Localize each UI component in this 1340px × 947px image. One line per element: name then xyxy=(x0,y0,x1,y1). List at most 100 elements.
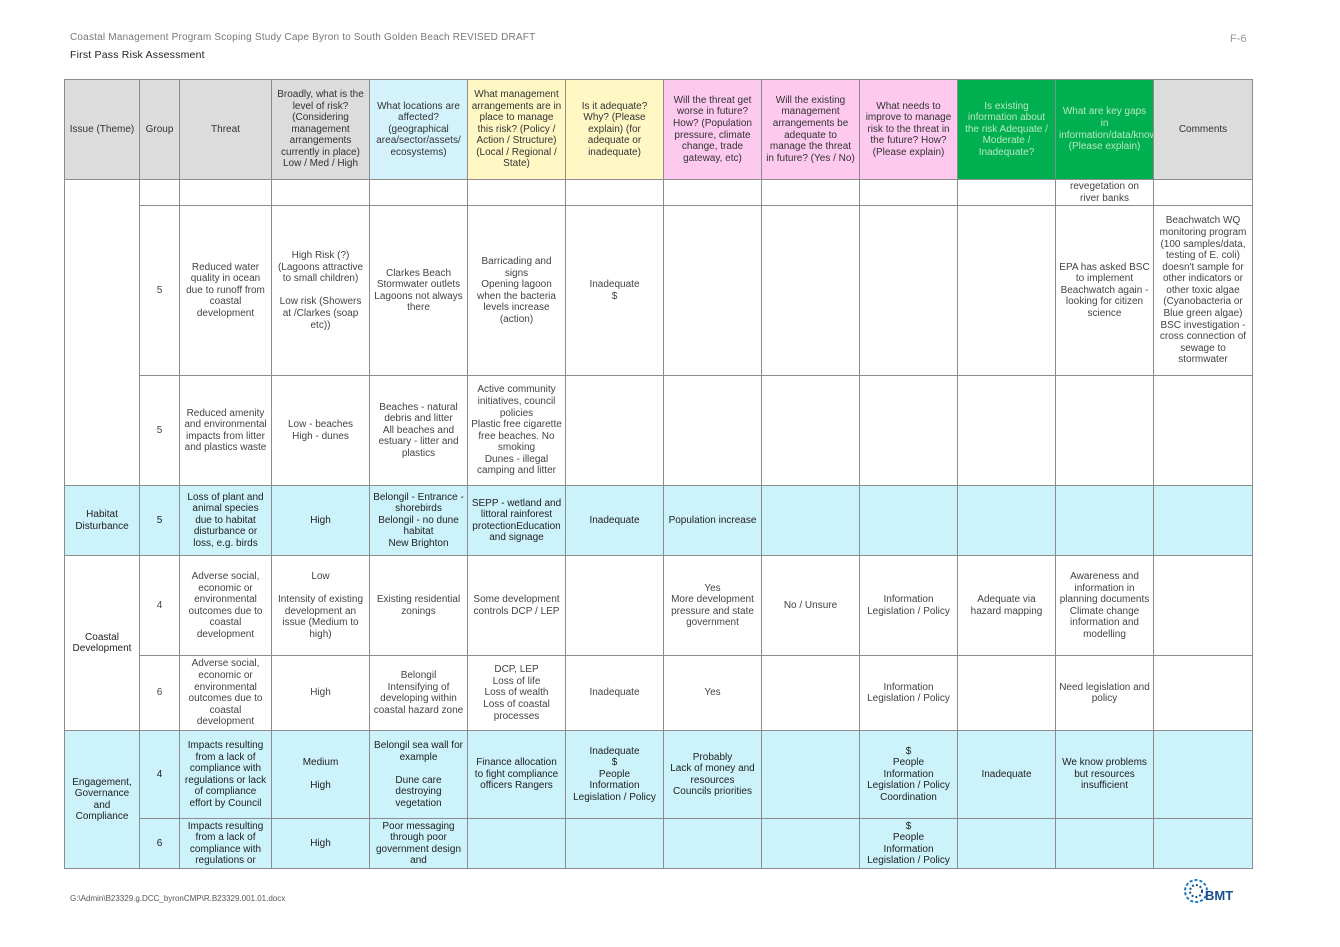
bmt-logo: BMT xyxy=(1183,876,1253,908)
cell-locations: Belongil - Entrance - shorebirds Belongi… xyxy=(369,485,468,557)
cell-improve: Information Legislation / Policy xyxy=(859,655,958,732)
cell-future-arrangements xyxy=(761,375,860,487)
cell-adequate: Inadequate $ xyxy=(565,205,664,377)
cell-threat: Impacts resulting from a lack of complia… xyxy=(179,818,272,870)
cell-arrangements xyxy=(467,178,566,207)
cell-info-gaps xyxy=(1055,375,1154,487)
cell-arrangements: Finance allocation to fight compliance o… xyxy=(467,730,566,820)
cell-future-arrangements xyxy=(761,485,860,557)
col-header-future-arrangements: Will the existing management arrangement… xyxy=(761,79,860,180)
cell-info-adequacy xyxy=(957,375,1056,487)
cell-info-adequacy xyxy=(957,818,1056,870)
cell-risk-level: Medium High xyxy=(271,730,370,820)
col-header-comments: Comments xyxy=(1153,79,1253,180)
cell-info-gaps: We know problems but resources insuffici… xyxy=(1055,730,1154,820)
col-header-future-threat: Will the threat get worse in future? How… xyxy=(663,79,762,180)
cell-improve: $ People Information Legislation / Polic… xyxy=(859,818,958,870)
cell-info-gaps: EPA has asked BSC to implement Beachwatc… xyxy=(1055,205,1154,377)
cell-info-adequacy xyxy=(957,205,1056,377)
cell-improve xyxy=(859,205,958,377)
cell-theme xyxy=(64,178,140,487)
cell-adequate: Inadequate xyxy=(565,655,664,732)
cell-improve: $ People Information Legislation / Polic… xyxy=(859,730,958,820)
cell-future-threat xyxy=(663,178,762,207)
table-row: revegetation on river banks xyxy=(64,178,1253,487)
cell-info-gaps: Need legislation and policy xyxy=(1055,655,1154,732)
cell-group: 5 xyxy=(139,205,180,377)
cell-adequate: Inadequate xyxy=(565,485,664,557)
cell-risk-level: High xyxy=(271,485,370,557)
col-header-group: Group xyxy=(139,79,180,180)
logo-text: BMT xyxy=(1205,888,1234,903)
cell-arrangements: SEPP - wetland and littoral rainforest p… xyxy=(467,485,566,557)
cell-theme: Habitat Disturbance xyxy=(64,485,140,557)
footer-file-path: G:\Admin\B23329.g.DCC_byronCMP\R.B23329.… xyxy=(70,894,286,903)
cell-threat: Adverse social, economic or environmenta… xyxy=(179,555,272,657)
cell-future-threat: Yes xyxy=(663,655,762,732)
cell-threat: Reduced water quality in ocean due to ru… xyxy=(179,205,272,377)
col-header-info-gaps: What are key gaps in information/data/kn… xyxy=(1055,79,1154,180)
cell-info-gaps: Awareness and information in planning do… xyxy=(1055,555,1154,657)
cell-future-arrangements xyxy=(761,655,860,732)
cell-info-adequacy: Adequate via hazard mapping xyxy=(957,555,1056,657)
cell-locations: Existing residential zonings xyxy=(369,555,468,657)
cell-locations xyxy=(369,178,468,207)
cell-risk-level: Low - beaches High - dunes xyxy=(271,375,370,487)
cell-theme: Engagement, Governance and Compliance xyxy=(64,730,140,870)
cell-arrangements xyxy=(467,818,566,870)
cell-future-threat: Population increase xyxy=(663,485,762,557)
cell-group: 5 xyxy=(139,375,180,487)
cell-future-threat xyxy=(663,818,762,870)
cell-adequate xyxy=(565,555,664,657)
cell-threat: Impacts resulting from a lack of complia… xyxy=(179,730,272,820)
document-title: Coastal Management Program Scoping Study… xyxy=(70,32,536,43)
col-header-issue: Issue (Theme) xyxy=(64,79,140,180)
cell-adequate xyxy=(565,178,664,207)
cell-improve xyxy=(859,178,958,207)
cell-future-arrangements xyxy=(761,178,860,207)
cell-risk-level: High Risk (?) (Lagoons attractive to sma… xyxy=(271,205,370,377)
cell-risk-level: High xyxy=(271,655,370,732)
col-header-threat: Threat xyxy=(179,79,272,180)
document-subtitle: First Pass Risk Assessment xyxy=(70,49,205,61)
cell-info-gaps xyxy=(1055,818,1154,870)
cell-threat: Loss of plant and animal species due to … xyxy=(179,485,272,557)
cell-arrangements: Some development controls DCP / LEP xyxy=(467,555,566,657)
cell-risk-level: High xyxy=(271,818,370,870)
col-header-risk-level: Broadly, what is the level of risk? (Con… xyxy=(271,79,370,180)
cell-improve: Information Legislation / Policy xyxy=(859,555,958,657)
cell-locations: Belongil sea wall for example Dune care … xyxy=(369,730,468,820)
cell-threat: Reduced amenity and environmental impact… xyxy=(179,375,272,487)
cell-future-threat xyxy=(663,205,762,377)
cell-future-arrangements xyxy=(761,730,860,820)
col-header-arrangements: What management arrangements are in plac… xyxy=(467,79,566,180)
cell-group: 4 xyxy=(139,730,180,820)
col-header-locations: What locations are affected? (geographic… xyxy=(369,79,468,180)
cell-comments xyxy=(1153,730,1253,820)
cell-adequate xyxy=(565,375,664,487)
cell-comments xyxy=(1153,375,1253,487)
cell-improve xyxy=(859,375,958,487)
cell-threat xyxy=(179,178,272,207)
col-header-improve: What needs to improve to manage risk to … xyxy=(859,79,958,180)
cell-comments: Beachwatch WQ monitoring program (100 sa… xyxy=(1153,205,1253,377)
cell-comments xyxy=(1153,818,1253,870)
cell-locations: Clarkes Beach Stormwater outlets Lagoons… xyxy=(369,205,468,377)
cell-info-adequacy: Inadequate xyxy=(957,730,1056,820)
cell-arrangements: Barricading and signs Opening lagoon whe… xyxy=(467,205,566,377)
header-row: Issue (Theme) Group Threat Broadly, what… xyxy=(64,79,1253,180)
cell-group xyxy=(139,178,180,207)
cell-comments xyxy=(1153,485,1253,557)
col-header-info-adequacy: Is existing information about the risk A… xyxy=(957,79,1056,180)
cell-info-gaps: revegetation on river banks xyxy=(1055,178,1154,207)
cell-info-adequacy xyxy=(957,485,1056,557)
cell-arrangements: DCP, LEP Loss of life Loss of wealth Los… xyxy=(467,655,566,732)
cell-future-arrangements: No / Unsure xyxy=(761,555,860,657)
cell-group: 5 xyxy=(139,485,180,557)
cell-risk-level xyxy=(271,178,370,207)
